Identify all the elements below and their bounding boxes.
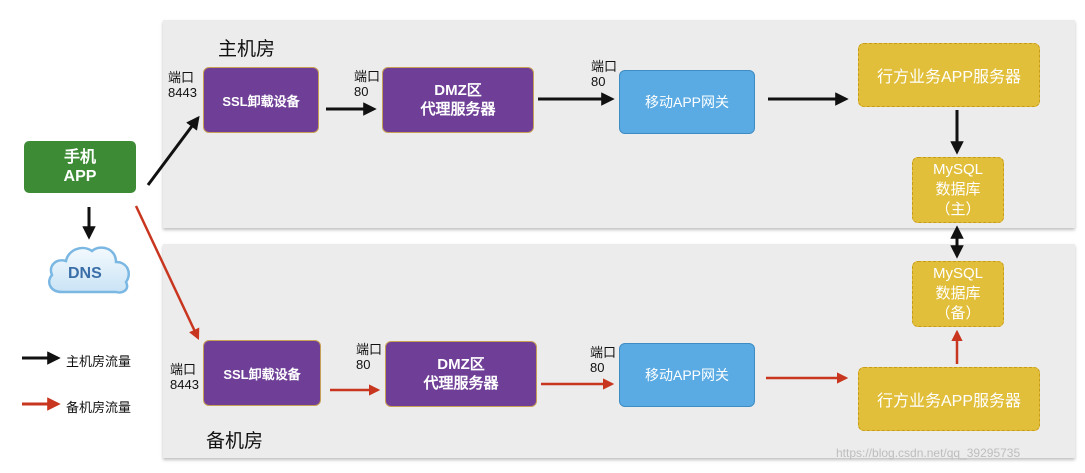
arrow-app-to-main-ssl — [146, 115, 200, 186]
main-room-title: 主机房 — [218, 39, 276, 60]
backup-app-server-box: 行方业务APP服务器 — [858, 367, 1040, 431]
backup-room-title: 备机房 — [206, 431, 264, 452]
main-gateway-box: 移动APP网关 — [619, 70, 755, 134]
backup-gateway-box: 移动APP网关 — [619, 343, 755, 407]
watermark: https://blog.csdn.net/qq_39295735 — [836, 446, 1021, 460]
dns-label: DNS — [68, 265, 102, 282]
mobile-app-box: 手机 APP — [24, 141, 136, 193]
legend-main-flow-label: 主机房流量 — [66, 354, 132, 369]
backup-ssl-offload-box: SSL卸载设备 — [203, 340, 321, 406]
main-dmz-proxy-box: DMZ区 代理服务器 — [382, 67, 534, 133]
main-ssl-offload-box: SSL卸载设备 — [203, 67, 319, 133]
main-app-server-box: 行方业务APP服务器 — [858, 43, 1040, 107]
backup-dmz-proxy-box: DMZ区 代理服务器 — [385, 341, 537, 407]
legend-backup-flow-label: 备机房流量 — [66, 400, 132, 415]
arrow-app-to-backup-ssl — [134, 205, 200, 341]
mysql-primary-box: MySQL 数据库 （主） — [912, 157, 1004, 223]
dns-cloud-icon — [48, 246, 130, 294]
mysql-backup-box: MySQL 数据库 （备） — [912, 261, 1004, 327]
